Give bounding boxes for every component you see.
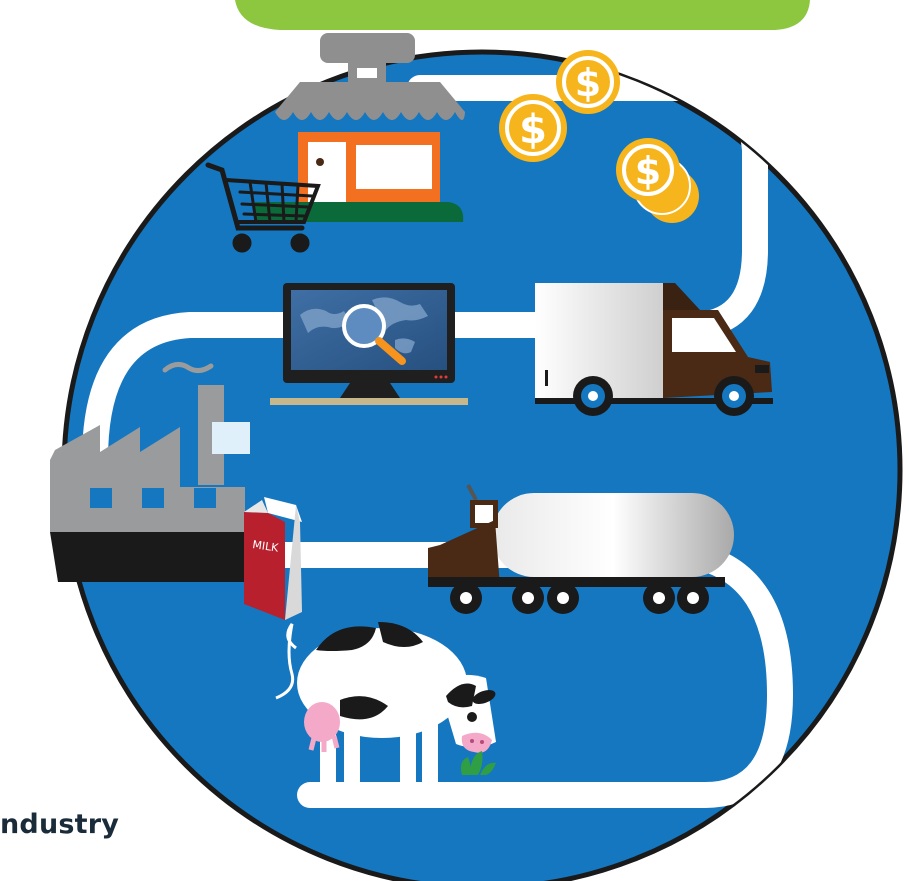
caption-text: ndustry — [0, 809, 120, 840]
coin-symbol: $ — [519, 107, 547, 153]
carton-label: MILK — [252, 538, 280, 555]
milk-tanker-truck-icon — [428, 484, 734, 614]
grass-icon — [460, 751, 496, 775]
shopping-cart-icon — [205, 162, 321, 253]
cow-icon — [275, 622, 496, 790]
top-banner — [235, 0, 810, 30]
factory-icon — [50, 362, 250, 582]
coin-symbol: $ — [575, 61, 601, 105]
delivery-truck-icon — [535, 283, 773, 416]
coin-symbol: $ — [635, 149, 661, 193]
milk-carton-icon: MILK — [244, 497, 302, 620]
computer-search-icon — [270, 283, 468, 405]
coins-icon: $ $ $ — [499, 50, 699, 223]
